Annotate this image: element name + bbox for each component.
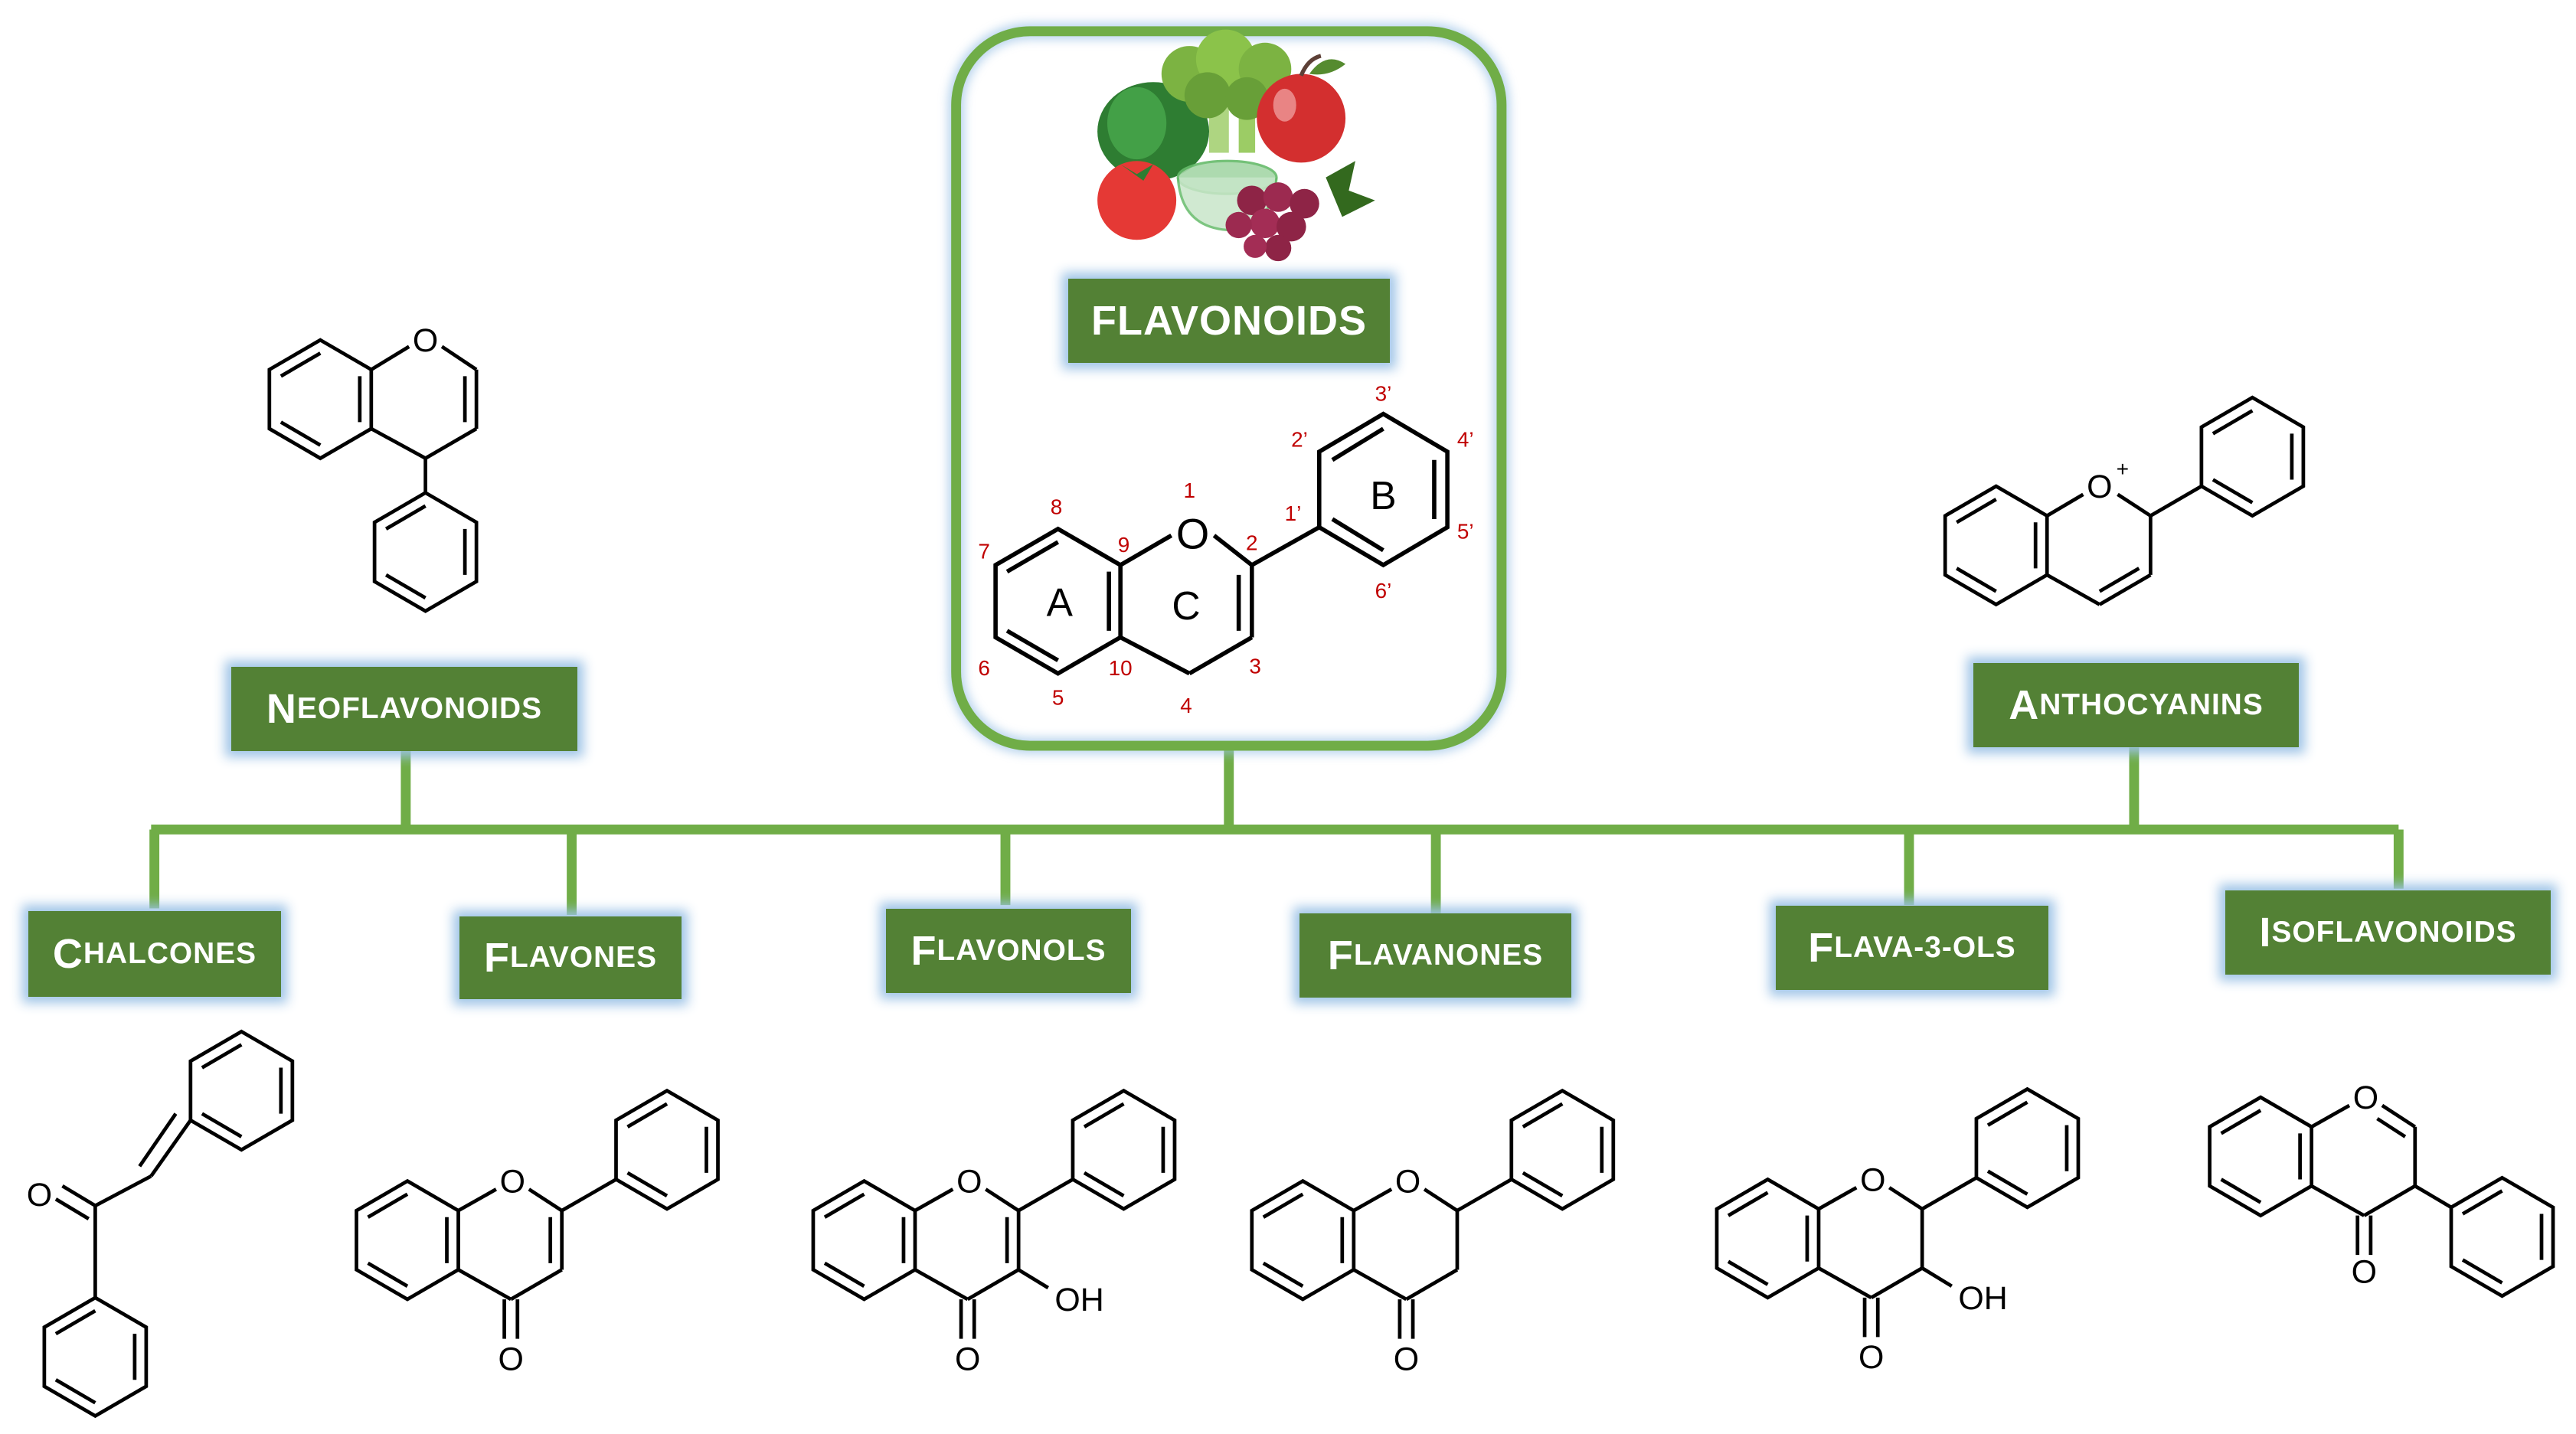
anthocyanin-oxygen: O: [2087, 469, 2112, 505]
position-2: 2: [1246, 531, 1258, 555]
position-6-prime: 6’: [1375, 579, 1392, 603]
anthocyanins-cap: A: [2009, 682, 2040, 728]
isoflavonoid-ring-oxygen: O: [2353, 1080, 2378, 1116]
flava3ol-ring-oxygen: O: [1860, 1161, 1885, 1198]
flavone-structure: [355, 1088, 720, 1339]
flavones-cap: F: [483, 935, 510, 981]
flavonol-ring-oxygen: O: [956, 1164, 982, 1200]
core-oxygen-label: O: [1176, 511, 1209, 558]
position-5-prime: 5’: [1457, 520, 1474, 544]
flavanones-cap: F: [1327, 933, 1354, 978]
atom-numbering: 1 2 3 4 5 6 7 8 9 10 1’ 2’ 3’ 4’ 5’ 6’: [978, 381, 1473, 717]
position-3-prime: 3’: [1375, 381, 1392, 405]
isoflavonoids-rest: SOFLAVONOIDS: [2271, 916, 2517, 949]
tree-connectors: [149, 747, 2404, 916]
position-7: 7: [978, 539, 990, 563]
flavanone-structure: [1250, 1088, 1616, 1339]
flavonol-hydroxyl: OH: [1054, 1282, 1103, 1318]
flava3ol-carbonyl-oxygen: O: [1858, 1339, 1884, 1376]
flavanones-rest: LAVANONES: [1353, 939, 1544, 972]
chalcones-rest: HALCONES: [83, 937, 257, 970]
neoflavonoids-rest: EOFLAVONOIDS: [296, 692, 543, 725]
anthocyanins-rest: NTHOCYANINS: [2039, 688, 2264, 721]
ring-a-label: A: [1047, 580, 1074, 625]
position-1: 1: [1184, 479, 1196, 502]
position-8: 8: [1051, 495, 1063, 519]
anthocyanin-charge: +: [2117, 457, 2129, 481]
position-10: 10: [1109, 656, 1133, 680]
position-4-prime: 4’: [1457, 428, 1474, 452]
position-4: 4: [1180, 694, 1192, 717]
position-6: 6: [978, 656, 990, 680]
position-5: 5: [1052, 685, 1064, 709]
isoflavonoid-carbonyl-oxygen: O: [2352, 1254, 2377, 1291]
position-9: 9: [1118, 533, 1130, 557]
flavonoid-core-structure: [993, 411, 1450, 676]
flavonols-rest: LAVONOLS: [937, 934, 1107, 967]
ring-c-label: C: [1172, 583, 1200, 628]
flavonol-carbonyl-oxygen: O: [955, 1341, 980, 1377]
neoflavonoid-structure: [267, 338, 479, 613]
flavone-carbonyl-oxygen: O: [499, 1341, 524, 1377]
flava3ol-structure: [1715, 1086, 2081, 1338]
flavonoids-title-box: FLAVONOIDS: [1068, 279, 1390, 363]
isoflavonoids-cap: I: [2259, 910, 2272, 955]
neoflavonoid-o-atom: O: [413, 322, 438, 359]
position-2-prime: 2’: [1291, 428, 1308, 452]
position-1-prime: 1’: [1285, 501, 1302, 525]
neoflavonoids-cap: N: [266, 686, 297, 732]
fruit-vegetable-illustration: [1097, 29, 1375, 262]
flavonoids-title: FLAVONOIDS: [1091, 298, 1367, 344]
chalcones-cap: C: [52, 931, 83, 977]
ring-b-label: B: [1370, 473, 1396, 518]
flavones-rest: LAVONES: [509, 941, 658, 974]
flava3ols-cap: F: [1808, 925, 1835, 971]
anthocyanin-structure: [1943, 395, 2306, 607]
chalcone-oxygen: O: [27, 1177, 52, 1214]
flavonols-cap: F: [910, 928, 937, 974]
position-3: 3: [1249, 655, 1261, 678]
isoflavonoid-structure: [2208, 1095, 2555, 1298]
flavanone-carbonyl-oxygen: O: [1394, 1341, 1419, 1377]
flava3ol-hydroxyl: OH: [1958, 1280, 2007, 1317]
flavone-ring-oxygen: O: [500, 1164, 525, 1200]
chalcone-structure: [42, 1029, 295, 1419]
flava3ols-rest: LAVA-3-OLS: [1834, 931, 2016, 964]
flavanone-ring-oxygen: O: [1395, 1164, 1420, 1200]
flavonol-structure: [811, 1088, 1177, 1339]
